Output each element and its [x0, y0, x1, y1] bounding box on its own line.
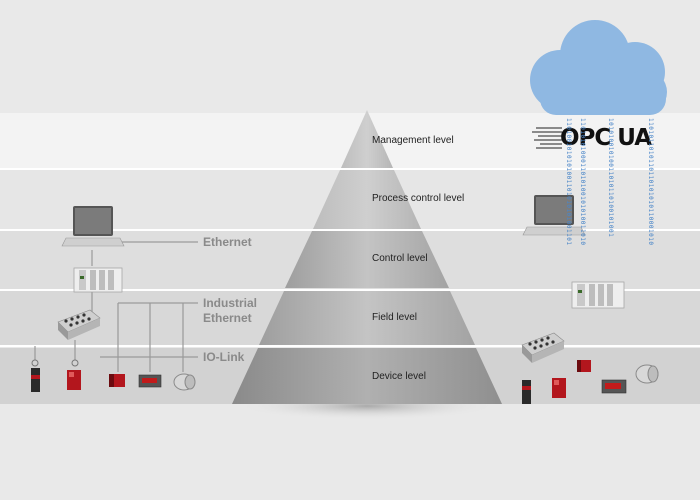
- pyramid-tier-field: [259, 291, 475, 345]
- cylindrical-sensor-icon: [31, 368, 40, 392]
- pyramid-tier-control: [285, 231, 449, 288]
- binary-stream-2: 1101010100011010100101010011010: [579, 118, 586, 246]
- label-ethernet: Ethernet: [203, 235, 252, 249]
- pyramid: [232, 110, 502, 404]
- label-industrial-line1: Industrial: [203, 296, 258, 310]
- pyramid-tier-management: [341, 110, 393, 168]
- connector-icon: [71, 359, 79, 367]
- binary-stream-1: 1101001010101001101010101001101: [565, 118, 572, 246]
- label-process-control-level: Process control level: [372, 193, 465, 204]
- opc-ua-logo-stripes: [532, 127, 562, 149]
- cloud-icon: [530, 20, 667, 115]
- plc-right: [571, 281, 625, 309]
- sensor-devices-left: [31, 359, 196, 392]
- laptop-right: [522, 195, 586, 236]
- pyramid-tier-device: [232, 348, 502, 404]
- opc-ua-logo: OPC UA: [560, 125, 652, 151]
- plc-left: [73, 267, 123, 293]
- connector-icon: [31, 359, 39, 367]
- pyramid-tier-process-control: [313, 170, 421, 229]
- sensor-devices-right: [522, 360, 659, 404]
- network-lines-left: [34, 241, 198, 372]
- binary-stream-4: 1101011010110110101010110001010: [647, 118, 654, 246]
- label-control-level: Control level: [372, 253, 428, 264]
- label-industrial-line2: Ethernet: [203, 311, 252, 325]
- io-link-master-right: [521, 332, 565, 363]
- label-device-level: Device level: [372, 371, 426, 382]
- cylindrical-sensor-icon: [522, 380, 531, 404]
- binary-stream-3: 10101001010011010110100101001: [607, 118, 614, 238]
- laptop-left: [61, 206, 125, 247]
- label-field-level: Field level: [372, 312, 418, 323]
- label-management-level: Management level: [372, 135, 454, 146]
- label-io-link: IO-Link: [203, 350, 245, 364]
- label-industrial-ethernet: Industrial Ethernet: [203, 296, 257, 326]
- io-link-master-left: [57, 309, 101, 340]
